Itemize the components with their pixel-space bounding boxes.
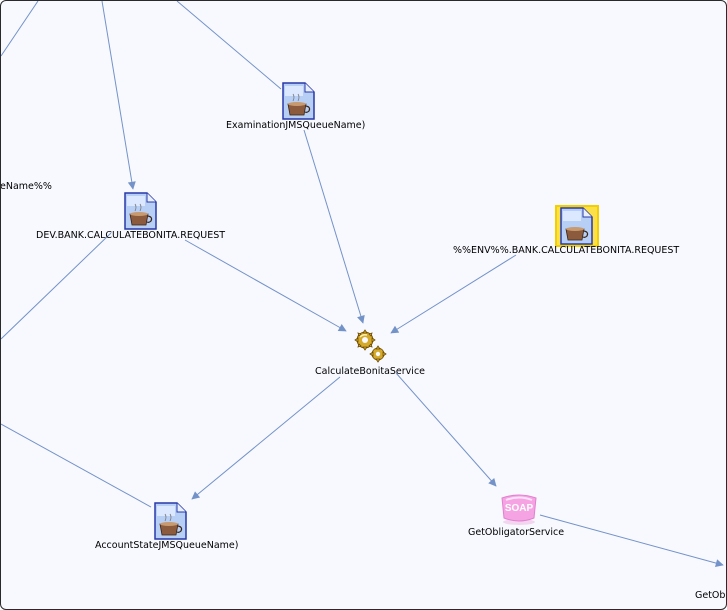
soap-icon: SOAP: [501, 494, 537, 525]
edge-top-to-examination: [176, 1, 282, 90]
document-coffee-icon: [154, 502, 187, 540]
node-env-request-queue[interactable]: %%ENV%%.BANK.CALCULATEBONITA.REQUEST: [452, 205, 708, 257]
node-calculate-bonita-service[interactable]: CalculateBonitaService: [314, 328, 434, 380]
edge-env-request-to-service: [390, 254, 517, 334]
edge-examination-to-service: [303, 129, 365, 324]
node-label: AccountStateJMSQueueName): [95, 540, 239, 551]
node-label: CalculateBonitaService: [315, 366, 426, 377]
soap-badge-text: SOAP: [505, 503, 534, 514]
edge-get-obligator-to-right: [539, 514, 724, 567]
edge-left-to-account-state: [1, 423, 152, 508]
edge-service-to-account-state: [191, 376, 341, 500]
node-account-state-queue[interactable]: AccountStateJMSQueueName): [94, 502, 254, 554]
edge-dev-request-to-service: [184, 239, 347, 332]
node-examination-queue[interactable]: ExaminationJMSQueueName): [225, 82, 375, 132]
node-label: DEV.BANK.CALCULATEBONITA.REQUEST: [36, 230, 226, 241]
edge-top-left-offscreen: [1, 1, 39, 57]
node-label: ExaminationJMSQueueName): [226, 120, 366, 131]
partial-node-label-bottom-right: GetOb: [695, 590, 726, 601]
node-label: GetObligatorService: [468, 527, 565, 538]
gears-icon: [354, 329, 387, 363]
edge-dev-request-to-left: [1, 232, 112, 340]
node-get-obligator-service[interactable]: SOAP GetObligatorService: [467, 492, 577, 542]
node-label: %%ENV%%.BANK.CALCULATEBONITA.REQUEST: [453, 245, 680, 256]
document-coffee-icon: [282, 82, 315, 120]
document-coffee-icon: [555, 205, 599, 247]
document-coffee-icon: [124, 192, 157, 230]
node-dev-request-queue[interactable]: DEV.BANK.CALCULATEBONITA.REQUEST: [35, 192, 250, 242]
edge-service-to-get-obligator: [395, 372, 497, 487]
partial-node-label-left: eName%%: [0, 181, 52, 192]
edge-top-to-dev-request: [101, 1, 136, 190]
